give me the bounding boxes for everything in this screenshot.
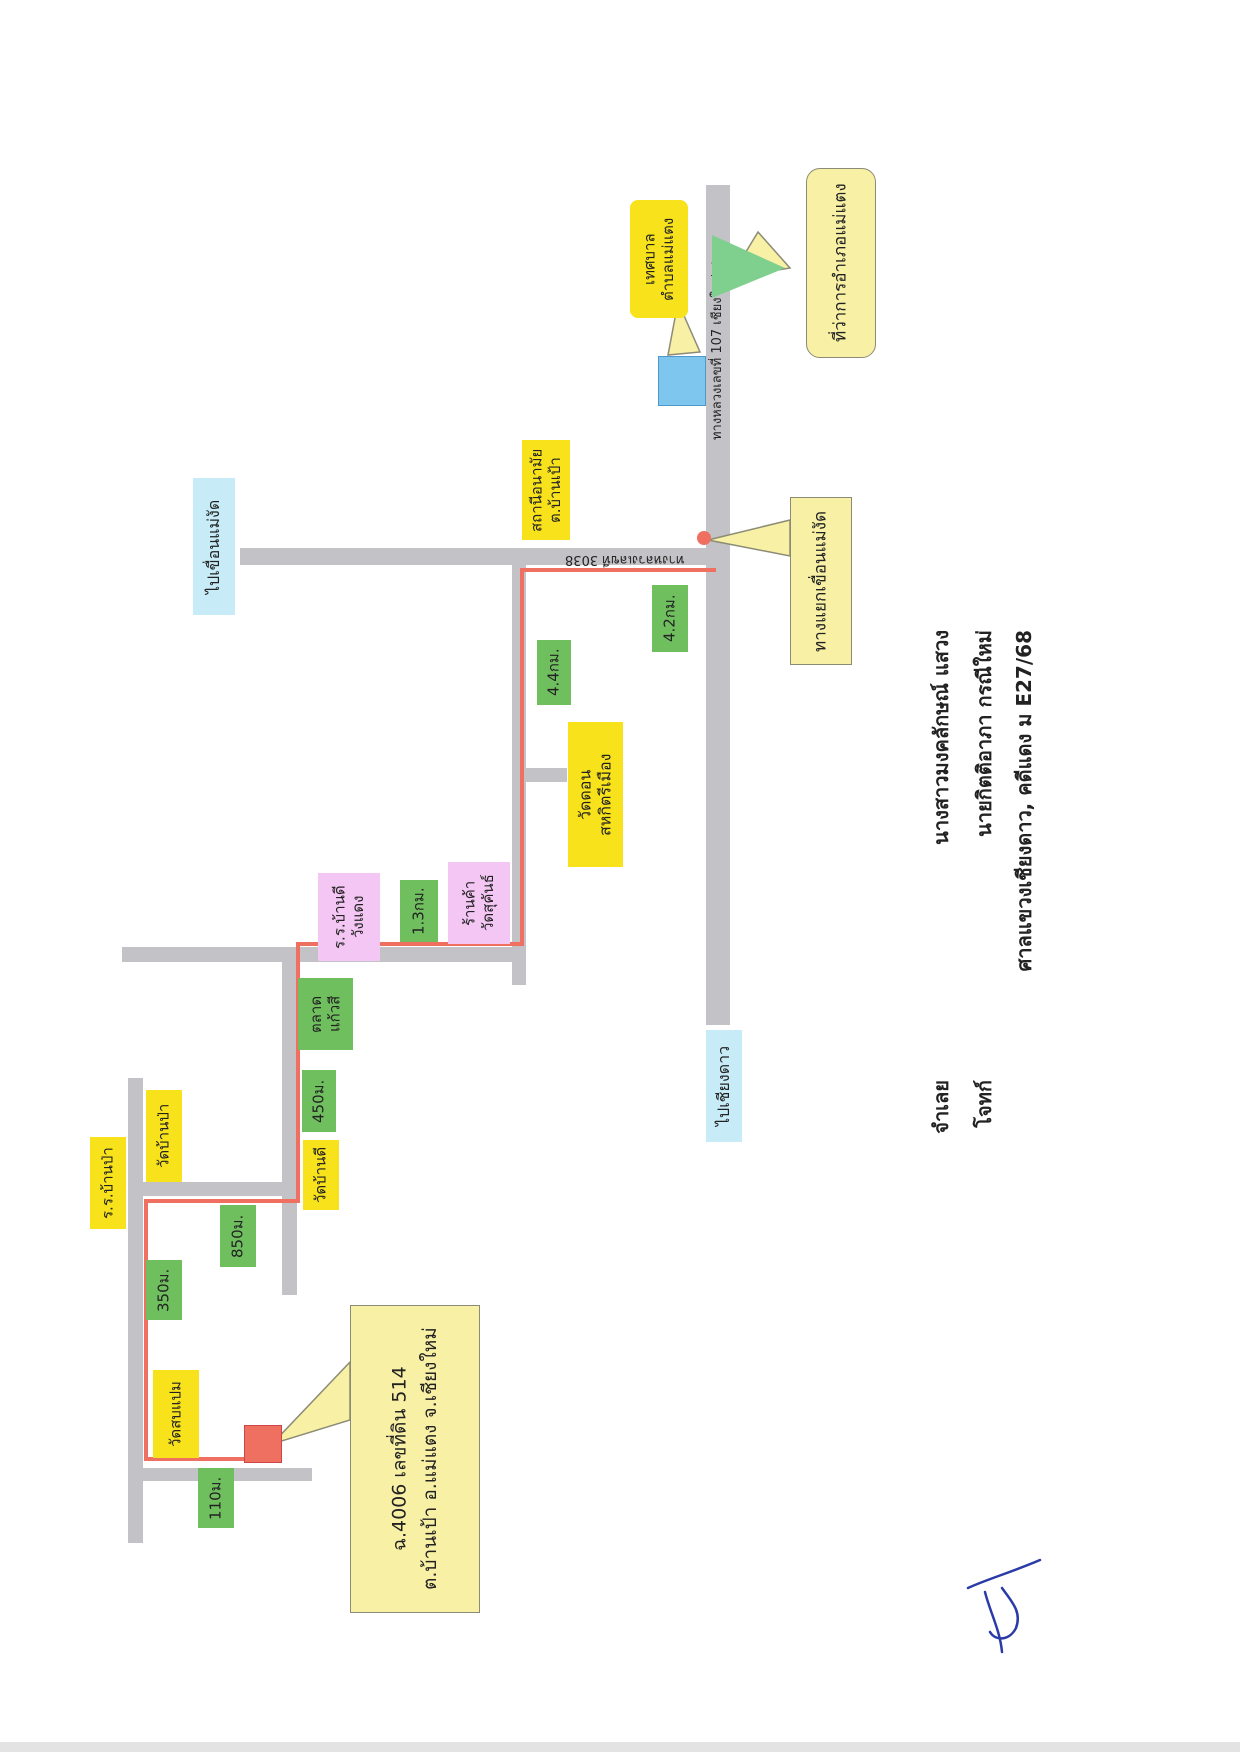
cross-road bbox=[140, 1182, 292, 1196]
route-seg-1 bbox=[520, 568, 716, 572]
side-road-2 bbox=[282, 955, 297, 1295]
temple-access-road bbox=[512, 768, 567, 782]
signature-stroke bbox=[966, 1558, 1042, 1654]
destination-plot-icon bbox=[244, 1425, 282, 1463]
highway-3038 bbox=[240, 548, 720, 565]
scan-edge bbox=[0, 1742, 1240, 1752]
route-seg-6 bbox=[144, 1199, 148, 1461]
route-seg-7 bbox=[144, 1457, 244, 1461]
landmark-triangle-icon bbox=[712, 235, 785, 298]
highway-107 bbox=[706, 185, 730, 1025]
route-seg-2 bbox=[520, 568, 524, 946]
side-road-3 bbox=[128, 1078, 143, 1543]
route-seg-5 bbox=[144, 1199, 300, 1203]
junction-marker-icon bbox=[697, 531, 711, 545]
municipality-office-icon bbox=[658, 356, 706, 406]
route-seg-4 bbox=[296, 942, 300, 1203]
route-seg-3 bbox=[296, 942, 524, 946]
